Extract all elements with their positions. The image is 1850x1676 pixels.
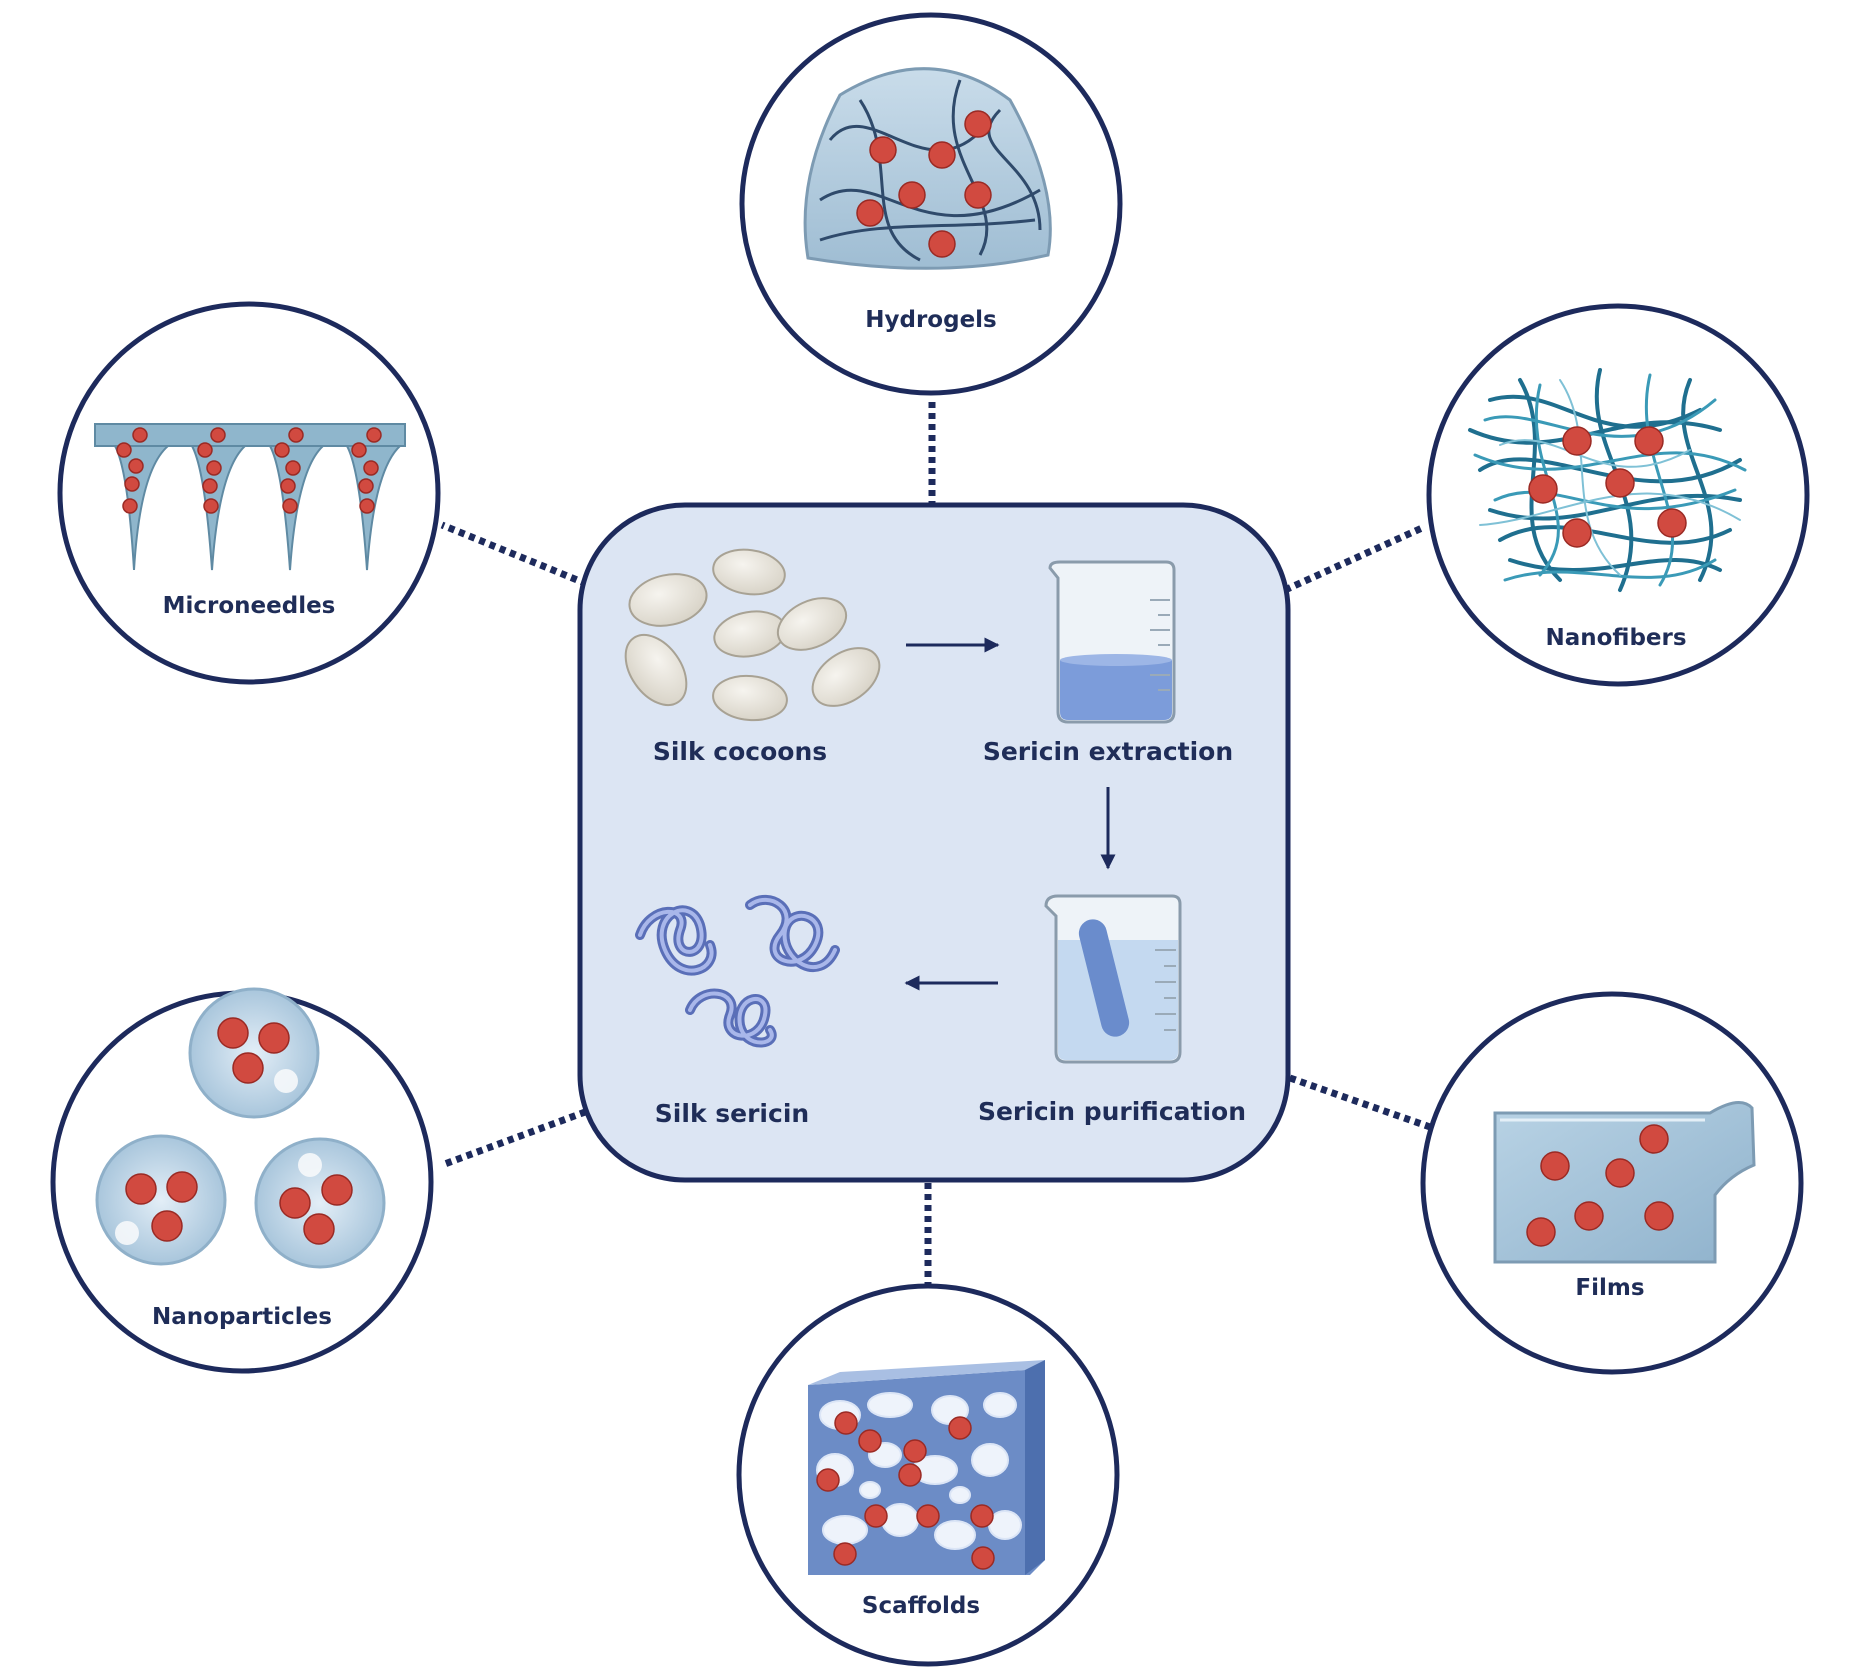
nanofiber-icon [1468,368,1747,592]
step-label-sericin-extraction: Sericin extraction [983,737,1233,766]
silk-sericin-icon [635,894,840,1048]
label-scaffolds: Scaffolds [862,1593,980,1619]
microneedle-icon [94,423,406,571]
label-nanoparticles: Nanoparticles [152,1304,332,1330]
connector-microneedles [440,521,599,592]
film-icon [1493,1101,1756,1264]
nanoparticle-right [254,1137,386,1269]
label-films: Films [1575,1275,1644,1301]
application-nanofibers: Nanofibers [1426,303,1810,687]
application-microneedles: Microneedles [57,301,441,685]
nanoparticle-top [188,987,320,1119]
scaffold-icon [808,1360,1045,1575]
connector-nanoparticles [440,1104,598,1169]
process-panel: Silk cocoons Sericin extraction [577,502,1291,1183]
application-nanoparticles: Nanoparticles [50,987,434,1374]
purification-beaker-icon [1044,894,1182,1064]
step-label-sericin-purification: Sericin purification [978,1097,1246,1126]
silk-cocoons-icon [624,548,881,722]
application-scaffolds: Scaffolds [736,1283,1120,1667]
nanoparticle-icon [95,987,386,1269]
nanofiber-drug-beads [1528,426,1687,548]
label-nanofibers: Nanofibers [1545,625,1686,651]
hydrogel-icon [803,67,1052,270]
nanoparticle-left [95,1134,227,1266]
microneedles-ring [57,301,441,685]
application-hydrogels: Hydrogels [739,12,1123,396]
application-films: Films [1420,991,1804,1375]
label-microneedles: Microneedles [163,593,336,619]
connector-films [1288,1074,1432,1131]
step-label-silk-sericin: Silk sericin [655,1099,809,1128]
connectors [440,402,1432,1285]
connector-nanofibers [1283,524,1424,594]
extraction-beaker-icon [1048,560,1176,724]
step-label-silk-cocoons: Silk cocoons [653,737,827,766]
label-hydrogels: Hydrogels [865,307,997,333]
